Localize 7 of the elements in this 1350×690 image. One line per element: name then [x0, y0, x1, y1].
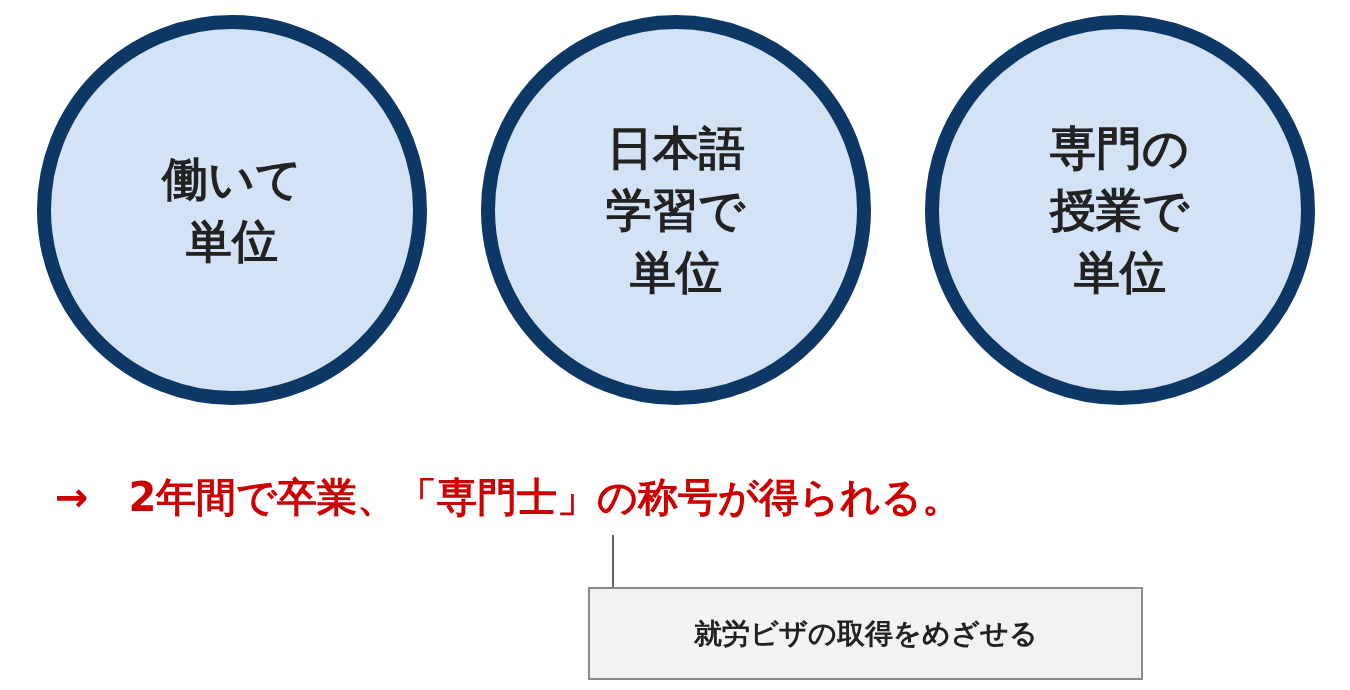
leader-line: [612, 534, 614, 588]
node-label: 働いて単位: [160, 150, 303, 270]
result-text: → 2年間で卒業、「専門士」の称号が得られる。: [55, 473, 963, 522]
node-label: 就労ビザの取得をめざせる: [693, 615, 1038, 652]
node-label: 日本語学習で単位: [605, 119, 747, 302]
callout-box: [588, 587, 1143, 680]
node-label: 専門の授業で単位: [1048, 119, 1191, 302]
